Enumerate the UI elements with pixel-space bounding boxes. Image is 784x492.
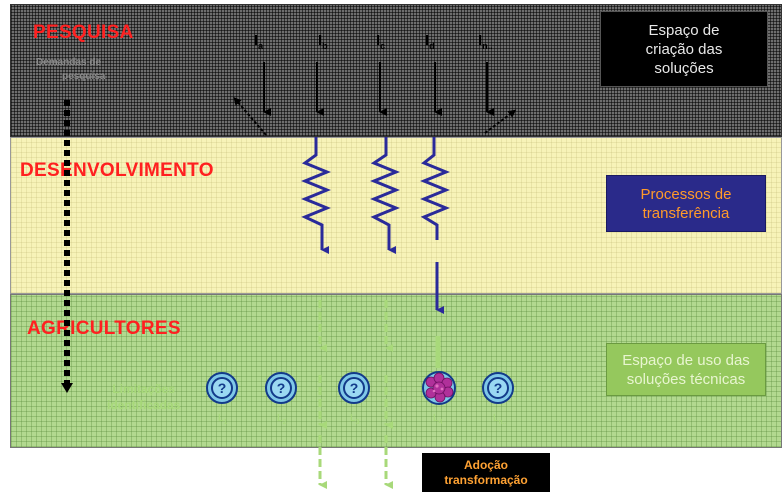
limit-label-4: L4 [433, 413, 443, 426]
transfer-wave-c [370, 137, 400, 254]
question-icon-2: ? [265, 372, 297, 404]
question-icon-1: ? [206, 372, 238, 404]
limit-label-3: L3 [350, 413, 360, 426]
innovation-label-a: Ia [254, 32, 264, 51]
pesquisa-faded-line-1: Demandas de [36, 57, 102, 68]
pesquisa-faded-line-2: pesquisa [62, 71, 106, 82]
innovation-n-diverted-arrow [484, 109, 517, 134]
innovation-label-b: Ib [318, 32, 328, 51]
innovation-label-c: Ic [376, 32, 386, 51]
limit-label-2: L2 [277, 413, 287, 426]
limit-label-1: L1 [218, 413, 228, 426]
pesquisa-to-agricultores-arrowhead [61, 383, 73, 393]
resolved-limitation-flower-icon [422, 371, 456, 405]
transfer-wave-d [420, 137, 450, 240]
transfer-wave-b [301, 137, 331, 254]
innovation-label-n: In.. [478, 32, 493, 51]
innovation-label-d: Id [425, 32, 435, 51]
question-icon-3: ? [338, 372, 370, 404]
innovation-a-diverted-arrow [233, 96, 267, 136]
question-icon-5: ? [482, 372, 514, 404]
limit-label-5: Ln.. [493, 413, 507, 426]
pesquisa-title: PESQUISA [33, 22, 134, 43]
